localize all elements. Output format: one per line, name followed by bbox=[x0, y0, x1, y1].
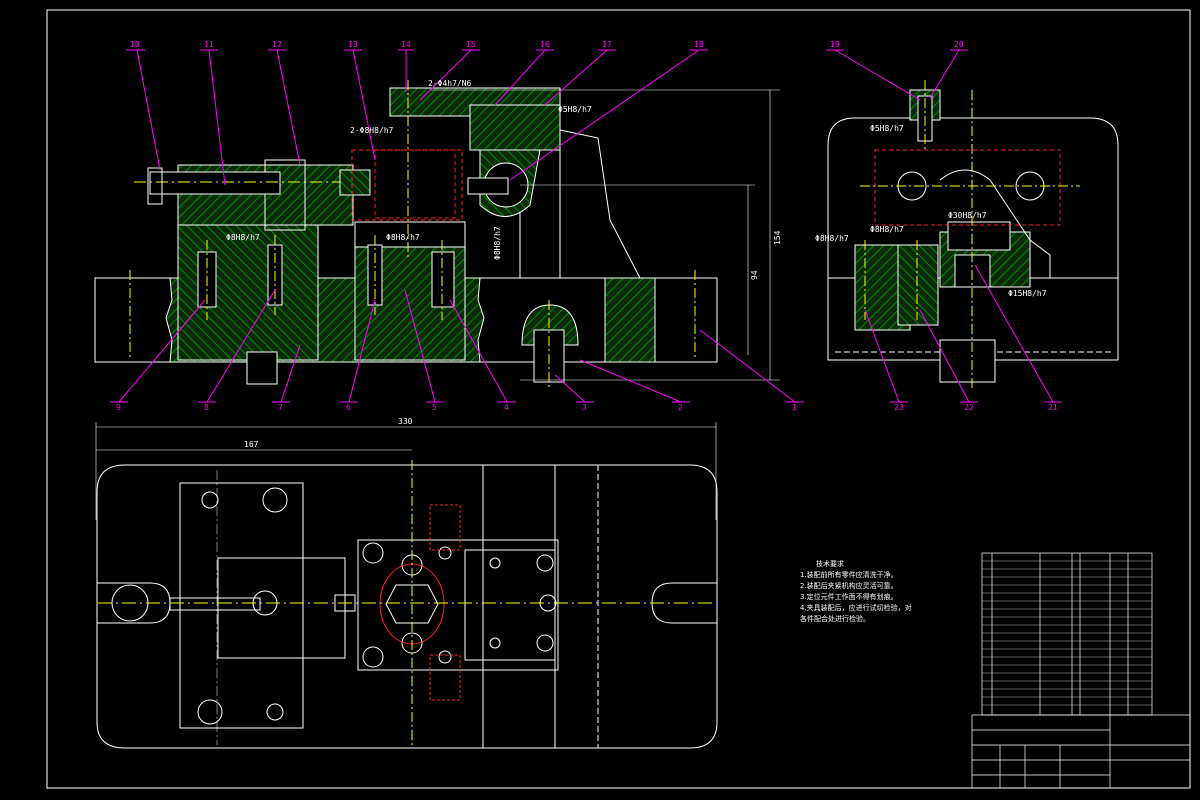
balloon-23: 23 bbox=[894, 403, 904, 412]
top-view bbox=[95, 422, 718, 749]
balloon-10: 10 bbox=[130, 40, 140, 49]
tech-note-1: 1.装配前所有零件应清洗干净。 bbox=[800, 571, 898, 579]
balloon-9: 9 bbox=[116, 403, 121, 412]
dim-fit-2-d8: 2-Φ8H8/h7 bbox=[350, 126, 394, 135]
leader-lines bbox=[110, 49, 1062, 403]
balloon-21: 21 bbox=[1048, 403, 1058, 412]
dim-d8-vertical: Φ8H8/h7 bbox=[493, 226, 502, 260]
dim-154: 154 bbox=[773, 230, 782, 245]
balloon-22: 22 bbox=[964, 403, 974, 412]
dim-d8-r1: Φ8H8/h7 bbox=[815, 234, 849, 243]
drawing-frame bbox=[46, 9, 1191, 789]
balloon-1: 1 bbox=[792, 403, 797, 412]
dim-94: 94 bbox=[750, 270, 759, 280]
dim-d30: Φ30H8/h7 bbox=[948, 211, 987, 220]
dim-167: 167 bbox=[244, 440, 259, 449]
dim-d8-r2: Φ8H8/h7 bbox=[870, 225, 904, 234]
balloon-12: 12 bbox=[272, 40, 282, 49]
tech-note-2: 2.装配后夹紧机构应灵活可靠。 bbox=[800, 582, 898, 590]
balloon-19: 19 bbox=[830, 40, 840, 49]
front-view bbox=[94, 80, 780, 390]
tech-notes-title: 技术要求 bbox=[816, 560, 844, 568]
balloon-15: 15 bbox=[466, 40, 476, 49]
dim-d8-a: Φ8H8/h7 bbox=[226, 233, 260, 242]
tech-note-3: 3.定位元件工作面不得有划痕。 bbox=[800, 593, 898, 601]
balloon-20: 20 bbox=[954, 40, 964, 49]
balloon-7: 7 bbox=[278, 403, 283, 412]
dim-d5-left: Φ5H8/h7 bbox=[558, 105, 592, 114]
technical-requirements: 技术要求 1.装配前所有零件应清洗干净。 2.装配后夹紧机构应灵活可靠。 3.定… bbox=[800, 559, 970, 625]
dim-fit-2-d4: 2-Φ4h7/N6 bbox=[428, 79, 472, 88]
dim-d15: Φ15H8/h7 bbox=[1008, 289, 1047, 298]
balloon-14: 14 bbox=[401, 40, 411, 49]
balloon-18: 18 bbox=[694, 40, 704, 49]
balloon-3: 3 bbox=[582, 403, 587, 412]
tech-note-5: 各件配合处进行检验。 bbox=[800, 615, 870, 623]
balloon-6: 6 bbox=[346, 403, 351, 412]
tech-note-4: 4.夹具装配后，应进行试切检验，对 bbox=[800, 604, 912, 612]
balloon-2: 2 bbox=[678, 403, 683, 412]
dim-330: 330 bbox=[398, 417, 413, 426]
balloon-16: 16 bbox=[540, 40, 550, 49]
balloon-4: 4 bbox=[504, 403, 509, 412]
balloon-5: 5 bbox=[432, 403, 437, 412]
balloon-17: 17 bbox=[602, 40, 612, 49]
dim-d8-b: Φ8H8/h7 bbox=[386, 233, 420, 242]
balloon-11: 11 bbox=[204, 40, 214, 49]
title-block bbox=[971, 552, 1191, 789]
side-view bbox=[827, 80, 1119, 390]
balloon-13: 13 bbox=[348, 40, 358, 49]
balloon-8: 8 bbox=[204, 403, 209, 412]
dim-d5-right: Φ5H8/h7 bbox=[870, 124, 904, 133]
